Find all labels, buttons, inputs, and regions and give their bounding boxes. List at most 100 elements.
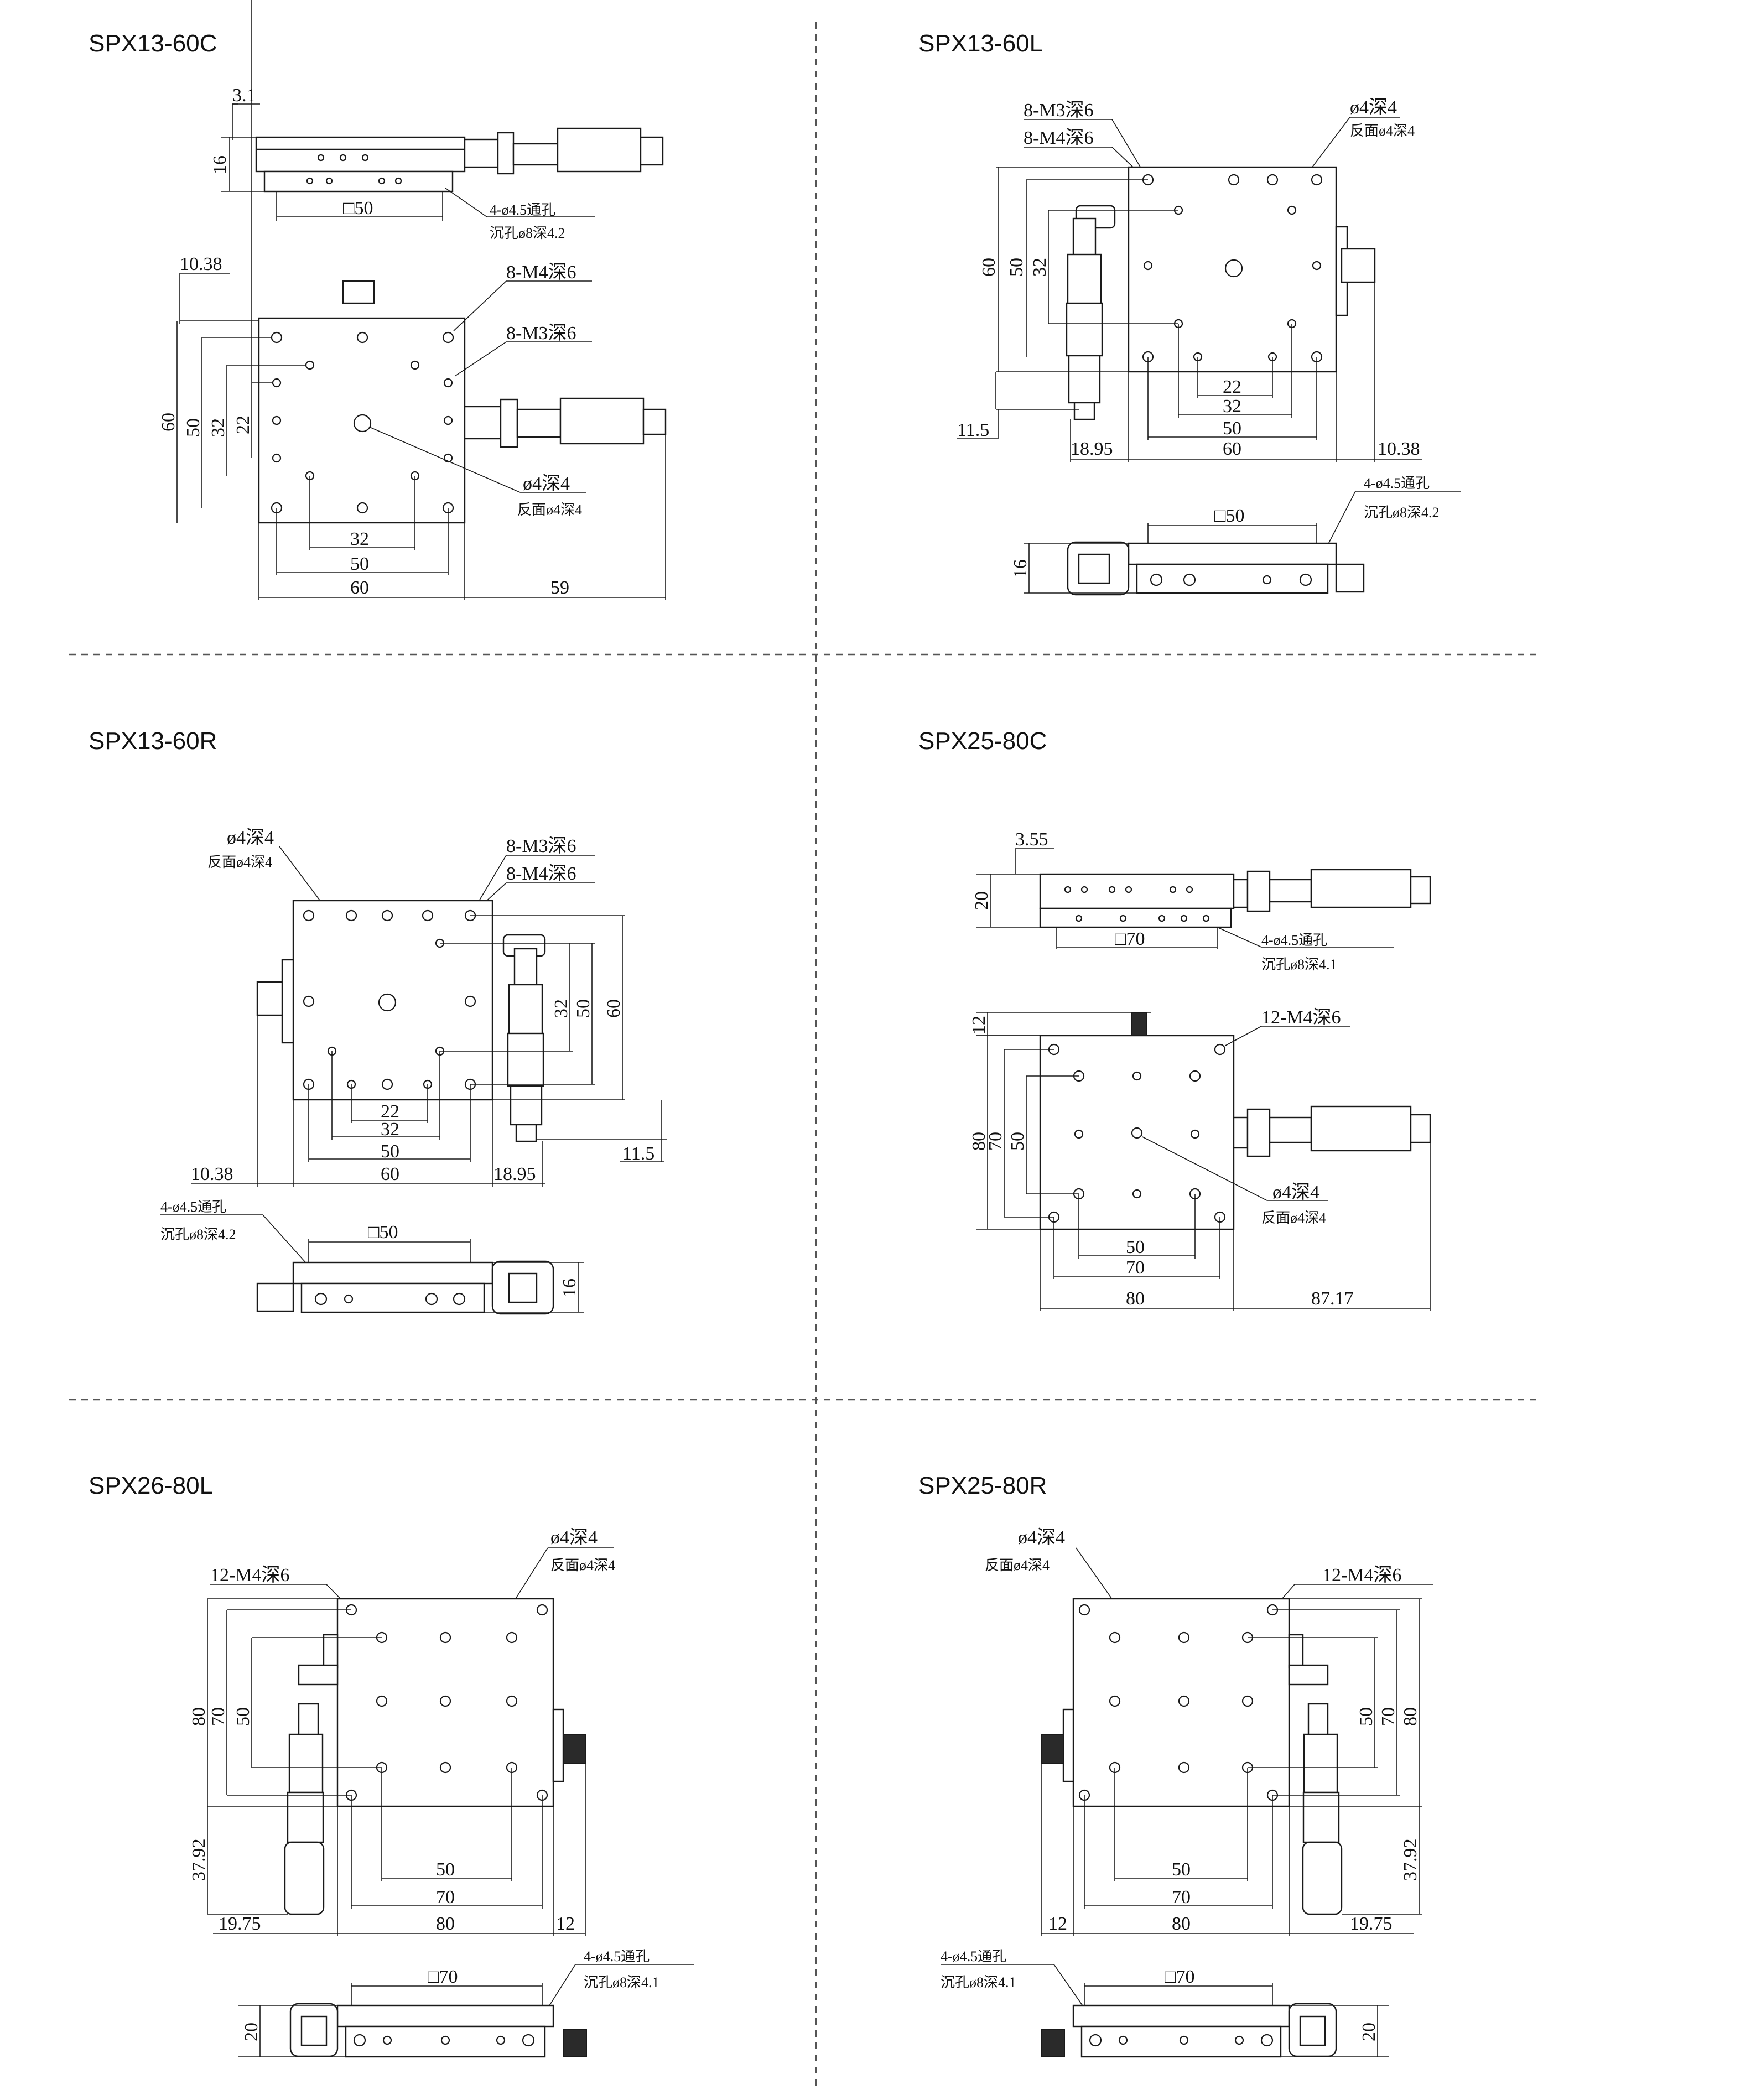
side-view: 3.55 20 □70 4-ø4.5通孔 沉孔ø8深4.1	[971, 829, 1431, 973]
svg-text:16: 16	[559, 1278, 580, 1297]
svg-text:70: 70	[1378, 1707, 1399, 1726]
svg-text:ø4深4: ø4深4	[1272, 1182, 1319, 1203]
svg-text:50: 50	[233, 1707, 253, 1726]
panel-title: SPX13-60C	[89, 30, 217, 57]
panel-spx13-60l: SPX13-60L 8-M3深6 8-M4深6 ø4深4 反面ø4深4	[918, 30, 1461, 596]
svg-text:19.75: 19.75	[219, 1914, 261, 1934]
svg-text:70: 70	[436, 1887, 455, 1907]
svg-text:80: 80	[189, 1707, 209, 1726]
panel-title: SPX13-60R	[89, 727, 217, 755]
svg-text:4-ø4.5通孔: 4-ø4.5通孔	[941, 1948, 1006, 1964]
side-view: 4-ø4.5通孔 沉孔ø8深4.1 □70 20	[941, 1948, 1389, 2058]
svg-text:60: 60	[158, 413, 179, 432]
side-view: 3.1 16 □50 4-ø4.5通孔 沉孔ø8深4.2	[210, 85, 664, 241]
side-view: 4-ø4.5通孔 沉孔ø8深4.2 □50 16	[160, 1199, 584, 1315]
svg-text:□70: □70	[1115, 929, 1145, 949]
panel-title: SPX13-60L	[918, 30, 1043, 57]
top-view: ø4深4 反面ø4深4 12-M4深6 50	[985, 1527, 1433, 1936]
svg-text:沉孔ø8深4.1: 沉孔ø8深4.1	[1261, 957, 1337, 973]
svg-text:8-M3深6: 8-M3深6	[506, 323, 576, 344]
svg-text:4-ø4.5通孔: 4-ø4.5通孔	[490, 202, 555, 218]
svg-text:50: 50	[573, 999, 594, 1018]
svg-text:80: 80	[969, 1132, 989, 1151]
svg-text:60: 60	[604, 999, 624, 1018]
svg-text:19.75: 19.75	[1350, 1914, 1393, 1934]
svg-text:16: 16	[1010, 559, 1031, 578]
svg-text:ø4深4: ø4深4	[1350, 97, 1397, 118]
svg-text:反面ø4深4: 反面ø4深4	[1350, 123, 1415, 139]
svg-text:10.38: 10.38	[180, 254, 222, 274]
svg-text:12-M4深6: 12-M4深6	[210, 1565, 290, 1586]
panel-title: SPX25-80C	[918, 727, 1047, 755]
svg-text:70: 70	[985, 1132, 1006, 1151]
panel-spx26-80l: SPX26-80L ø4深4 反面ø4深4 12-M4深6	[89, 1472, 694, 2058]
svg-text:3.55: 3.55	[1015, 829, 1048, 850]
svg-text:32: 32	[1030, 258, 1050, 277]
svg-text:11.5: 11.5	[622, 1143, 654, 1164]
svg-text:12-M4深6: 12-M4深6	[1261, 1007, 1341, 1028]
svg-text:20: 20	[241, 2023, 262, 2041]
top-view: 10.38 60 50 32 22	[158, 0, 667, 600]
svg-text:70: 70	[1172, 1887, 1191, 1907]
svg-text:4-ø4.5通孔: 4-ø4.5通孔	[160, 1199, 226, 1215]
svg-text:12: 12	[969, 1016, 989, 1035]
svg-text:12: 12	[556, 1914, 575, 1934]
svg-text:50: 50	[1126, 1237, 1145, 1257]
svg-text:50: 50	[1006, 258, 1027, 277]
svg-text:50: 50	[1172, 1859, 1191, 1880]
svg-text:37.92: 37.92	[189, 1839, 209, 1881]
svg-text:50: 50	[436, 1859, 455, 1880]
svg-text:12: 12	[1048, 1914, 1067, 1934]
panel-spx25-80c: SPX25-80C 3.55 20 □70 4-ø4.5通孔 沉	[918, 727, 1431, 1311]
svg-text:□50: □50	[368, 1222, 398, 1243]
svg-text:8-M4深6: 8-M4深6	[506, 864, 576, 884]
svg-text:16: 16	[210, 155, 230, 174]
svg-text:10.38: 10.38	[1378, 439, 1420, 459]
svg-text:50: 50	[1223, 418, 1241, 439]
svg-text:50: 50	[381, 1141, 399, 1162]
svg-text:8-M4深6: 8-M4深6	[1024, 128, 1094, 148]
svg-text:反面ø4深4: 反面ø4深4	[517, 502, 582, 518]
svg-text:18.95: 18.95	[493, 1164, 536, 1184]
svg-text:反面ø4深4: 反面ø4深4	[207, 854, 272, 870]
svg-text:59: 59	[550, 578, 569, 598]
svg-text:8-M3深6: 8-M3深6	[1024, 100, 1094, 121]
side-view: 4-ø4.5通孔 沉孔ø8深4.2 □50 16	[1010, 475, 1461, 596]
svg-text:87.17: 87.17	[1311, 1288, 1354, 1309]
svg-text:20: 20	[1359, 2023, 1379, 2041]
svg-text:22: 22	[381, 1101, 399, 1122]
svg-text:沉孔ø8深4.1: 沉孔ø8深4.1	[584, 1974, 659, 1990]
svg-text:4-ø4.5通孔: 4-ø4.5通孔	[1261, 932, 1327, 948]
top-view: 8-M3深6 8-M4深6 ø4深4 反面ø4深4	[957, 97, 1422, 462]
svg-text:60: 60	[979, 258, 999, 277]
top-view: ø4深4 反面ø4深4 8-M3深6 8-M4深6	[191, 828, 667, 1187]
svg-text:□70: □70	[428, 1967, 458, 1987]
svg-text:沉孔ø8深4.1: 沉孔ø8深4.1	[941, 1974, 1016, 1990]
svg-text:32: 32	[1223, 396, 1241, 417]
svg-text:50: 50	[183, 418, 204, 437]
svg-text:沉孔ø8深4.2: 沉孔ø8深4.2	[490, 225, 565, 241]
panel-title: SPX25-80R	[918, 1472, 1047, 1499]
svg-text:80: 80	[436, 1914, 455, 1934]
svg-text:沉孔ø8深4.2: 沉孔ø8深4.2	[160, 1226, 236, 1243]
svg-text:沉孔ø8深4.2: 沉孔ø8深4.2	[1364, 505, 1440, 521]
svg-text:32: 32	[350, 529, 369, 549]
svg-text:11.5: 11.5	[957, 420, 989, 440]
svg-text:8-M4深6: 8-M4深6	[506, 262, 576, 283]
panel-spx13-60r: SPX13-60R ø4深4 反面ø4深4 8-M3深6 8-M4深6	[89, 727, 667, 1315]
svg-text:80: 80	[1126, 1288, 1145, 1309]
svg-text:ø4深4: ø4深4	[523, 474, 570, 494]
svg-text:80: 80	[1172, 1914, 1191, 1934]
svg-text:50: 50	[1007, 1132, 1028, 1151]
svg-text:32: 32	[381, 1119, 399, 1140]
svg-text:80: 80	[1400, 1707, 1421, 1726]
svg-text:37.92: 37.92	[1400, 1839, 1421, 1881]
top-view: 12 12-M4深6 80 70	[969, 1007, 1431, 1311]
svg-text:70: 70	[1126, 1257, 1145, 1278]
side-view: 4-ø4.5通孔 沉孔ø8深4.1 □70 20	[238, 1948, 694, 2058]
panel-spx13-60c: SPX13-60C 3.1 16 □50	[89, 0, 667, 600]
svg-text:22: 22	[233, 415, 253, 434]
svg-text:□50: □50	[1214, 506, 1245, 526]
svg-text:10.38: 10.38	[191, 1164, 233, 1184]
